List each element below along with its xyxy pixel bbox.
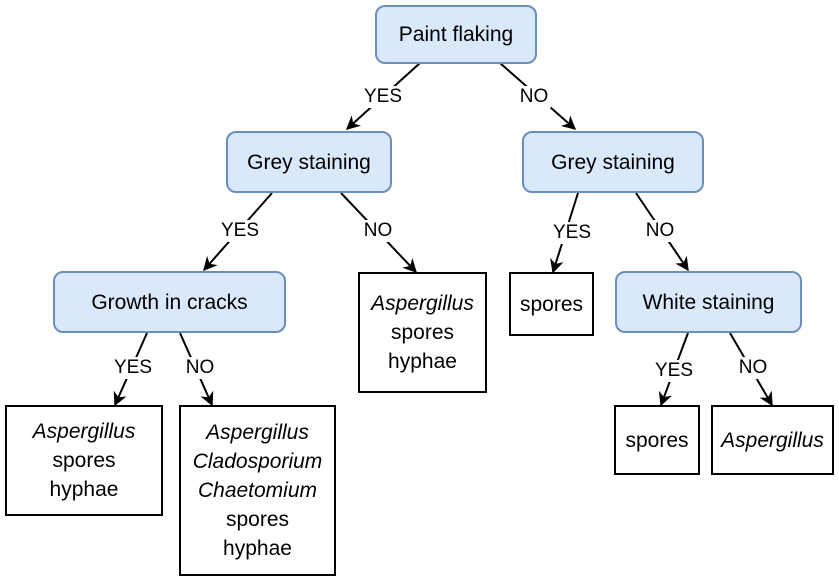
decision-label: White staining	[642, 290, 775, 314]
label-root-no: NO	[517, 86, 551, 108]
decision-grey-staining-left: Grey staining	[226, 131, 392, 193]
outcome-grey-right-yes: spores	[509, 272, 594, 336]
decision-label: Paint flaking	[398, 23, 514, 46]
organism-label: Aspergillus	[32, 420, 136, 443]
structure-label: hyphae	[388, 350, 457, 373]
structure-label: spores	[225, 508, 290, 531]
outcome-white-no: Aspergillus	[711, 405, 834, 475]
outcome-cracks-no: Aspergillus Cladosporium Chaetomium spor…	[179, 405, 336, 576]
organism-label: Aspergillus	[206, 421, 309, 444]
structure-label: hyphae	[49, 478, 119, 501]
organism-label: Aspergillus	[371, 292, 474, 315]
structure-label: spores	[519, 292, 584, 316]
label-grey-right-yes: YES	[550, 222, 594, 244]
organism-label: Cladosporium	[192, 450, 323, 473]
outcome-grey-left-no: Aspergillus spores hyphae	[358, 272, 487, 393]
decision-label: Grey staining	[551, 150, 675, 174]
outcome-cracks-yes: Aspergillus spores hyphae	[5, 405, 163, 516]
label-grey-left-no: NO	[361, 220, 395, 242]
label-cracks-yes: YES	[111, 357, 155, 379]
structure-label: spores	[625, 428, 689, 452]
structure-label: spores	[52, 449, 116, 472]
organism-label: Chaetomium	[197, 479, 318, 502]
label-cracks-no: NO	[183, 357, 217, 379]
label-root-yes: YES	[361, 86, 405, 108]
structure-label: hyphae	[223, 537, 292, 560]
label-grey-left-yes: YES	[218, 220, 262, 242]
label-white-yes: YES	[652, 360, 696, 382]
decision-paint-flaking: Paint flaking	[375, 5, 537, 64]
label-grey-right-no: NO	[643, 220, 677, 242]
decision-grey-staining-right: Grey staining	[522, 131, 704, 193]
decision-label: Grey staining	[247, 150, 371, 174]
decision-growth-in-cracks: Growth in cracks	[53, 271, 286, 333]
structure-label: spores	[390, 321, 455, 344]
outcome-white-yes: spores	[614, 405, 700, 475]
decision-label: Growth in cracks	[91, 290, 248, 314]
organism-label: Aspergillus	[721, 428, 824, 452]
decision-white-staining: White staining	[615, 271, 802, 333]
label-white-no: NO	[736, 357, 770, 379]
